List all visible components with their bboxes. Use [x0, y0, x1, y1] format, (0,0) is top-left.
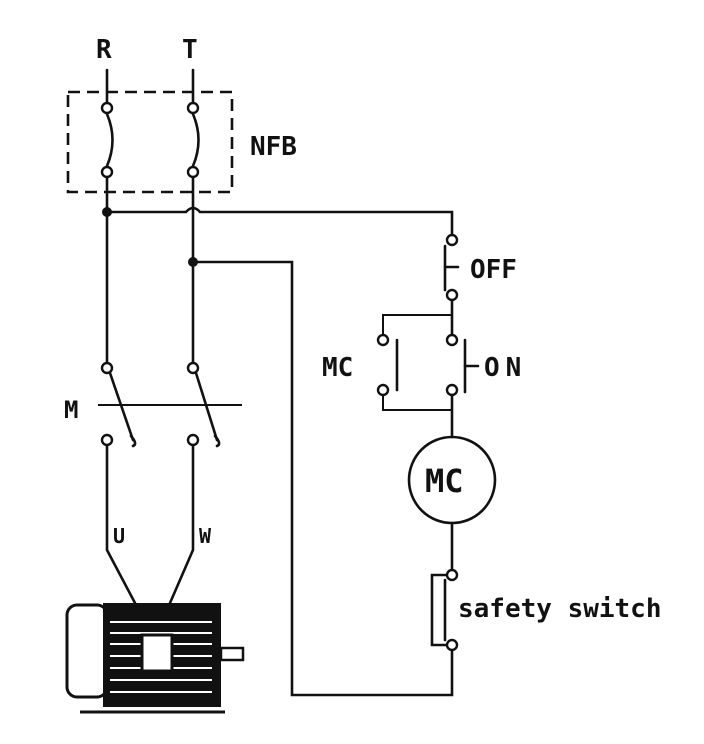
mc-coil — [407, 435, 497, 571]
contactor-m — [98, 361, 242, 605]
label-m: M — [64, 396, 78, 424]
off-button — [443, 233, 460, 336]
label-off: OFF — [470, 255, 517, 285]
label-on: ON — [484, 353, 527, 383]
safety-switch — [430, 568, 459, 652]
label-mc-aux: MC — [322, 353, 353, 383]
label-r: R — [96, 35, 112, 65]
label-w: W — [199, 524, 212, 548]
nfb-breaker — [66, 68, 234, 194]
mc-aux-contact — [376, 314, 452, 411]
motor-icon — [65, 603, 245, 714]
label-nfb: NFB — [250, 132, 297, 162]
label-t: T — [182, 35, 198, 65]
label-safety-switch: safety switch — [458, 594, 662, 624]
power-lines — [102, 175, 454, 697]
label-mc-coil: MC — [425, 462, 464, 500]
label-u: U — [113, 524, 125, 548]
on-button — [445, 333, 480, 439]
